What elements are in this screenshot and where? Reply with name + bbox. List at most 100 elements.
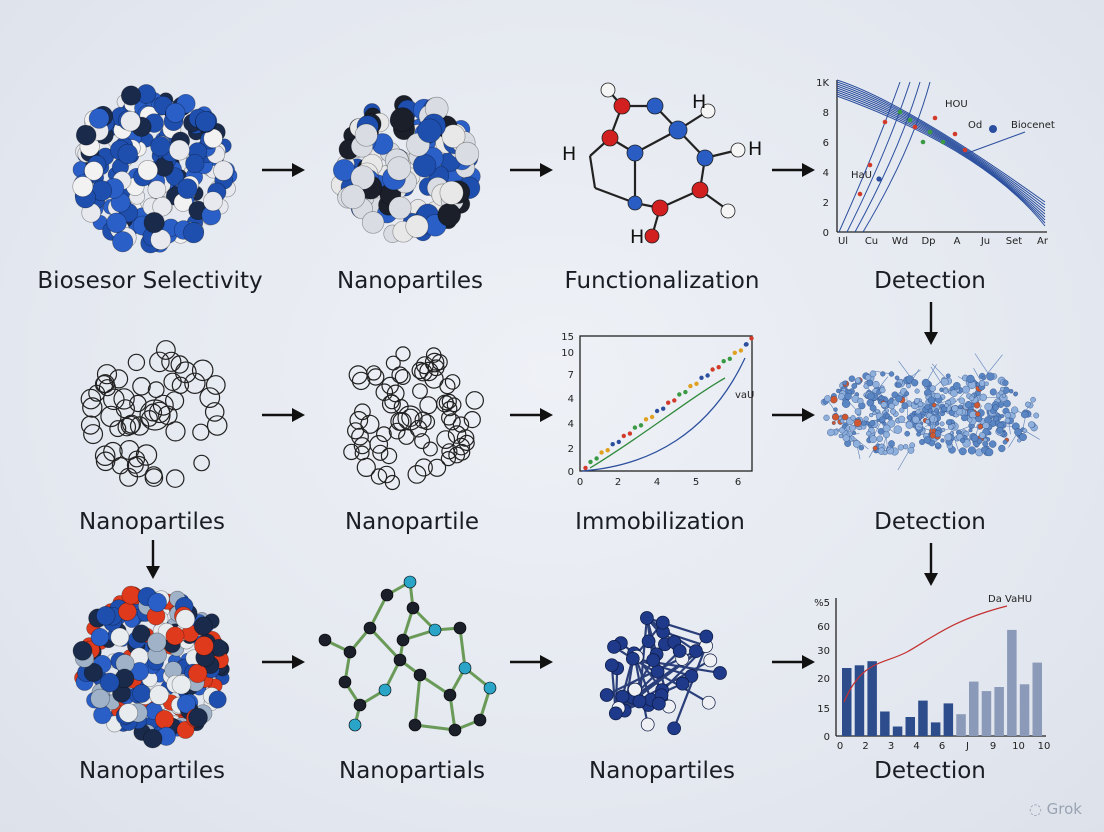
- data-point: [688, 383, 693, 389]
- network-node: [984, 381, 989, 386]
- ring-particle: [94, 374, 114, 394]
- nanoparticle-outline-2: [343, 346, 484, 491]
- bond: [368, 626, 402, 662]
- network-node: [888, 371, 895, 377]
- atom-sphere: [149, 685, 169, 705]
- ring-particle: [193, 454, 210, 472]
- network-node: [879, 387, 886, 394]
- network-node: [852, 440, 861, 448]
- watermark: ◌ Grok: [1029, 800, 1082, 818]
- network-node: [1002, 439, 1008, 445]
- network-node: [964, 400, 973, 409]
- network-node: [958, 397, 966, 404]
- network-node: [827, 428, 835, 437]
- ring-particle: [394, 369, 411, 386]
- atom-sphere: [72, 640, 93, 661]
- network-node: [998, 444, 1006, 453]
- x-tick-label: 0: [837, 741, 843, 752]
- label-biosensor-selectivity: Biosesor Selectivity: [37, 268, 263, 294]
- x-tick-label: 6: [735, 477, 741, 488]
- node-atom: [640, 717, 655, 732]
- y-tick-label: 20: [817, 674, 830, 685]
- ring-particle: [419, 396, 438, 415]
- node-atom: [625, 651, 640, 666]
- data-point: [599, 450, 604, 455]
- node-atom: [641, 634, 656, 649]
- arrow-right-r3-3: [772, 655, 815, 669]
- network-node: [887, 419, 896, 428]
- data-point: [638, 423, 644, 428]
- network-node: [857, 397, 864, 405]
- ring-particle: [165, 421, 186, 442]
- network-link: [872, 419, 883, 438]
- network-node: [961, 414, 968, 422]
- network-node: [838, 433, 844, 439]
- ring-particle: [164, 391, 185, 411]
- atom-h-top: H: [692, 91, 706, 113]
- network-node: [872, 411, 877, 416]
- data-point: [699, 375, 704, 380]
- bar: [892, 726, 903, 736]
- atom-sphere: [150, 135, 171, 157]
- node-atom: [701, 695, 716, 710]
- network-node: [941, 427, 946, 432]
- arrow-right-r2-3: [772, 408, 815, 422]
- x-tick-label: Dp: [921, 236, 935, 247]
- atom-sphere: [195, 110, 217, 133]
- network-node: [911, 379, 919, 387]
- node-atom: [607, 640, 621, 654]
- ring-particle: [147, 381, 165, 399]
- y-tick-label: 1K: [816, 78, 829, 89]
- atom-h-bottom: H: [630, 226, 644, 248]
- atom-sphere: [213, 160, 234, 181]
- data-point: [907, 117, 913, 123]
- ring-particle: [351, 427, 369, 446]
- ring-particle: [163, 372, 182, 391]
- bar: [918, 700, 928, 736]
- network-node: [948, 409, 955, 416]
- y-tick-label: 7: [568, 370, 574, 381]
- data-point: [876, 176, 882, 182]
- network-node: [893, 425, 903, 434]
- arrow-down-c4-2: [924, 543, 938, 586]
- node-atom: [338, 675, 352, 689]
- annotation-hau: HaU: [851, 170, 872, 181]
- network-node: [851, 383, 858, 389]
- network-node: [1000, 414, 1005, 419]
- atom-sphere: [176, 178, 198, 199]
- nanoparticle-outline-1: [80, 340, 228, 488]
- ring-particle: [465, 391, 484, 410]
- atom-sphere: [75, 124, 97, 146]
- data-point: [672, 398, 677, 403]
- network-node: [934, 408, 940, 414]
- atom-sphere: [168, 139, 190, 161]
- node-atom: [628, 682, 642, 697]
- network-node: [848, 375, 856, 382]
- data-point: [694, 381, 699, 386]
- bar: [880, 711, 890, 736]
- data-point: [932, 115, 938, 121]
- network-node: [940, 438, 945, 443]
- ring-particle: [456, 429, 475, 447]
- network-link: [930, 366, 947, 391]
- atom-sphere: [118, 703, 139, 723]
- y-tick-label: 30: [817, 646, 830, 657]
- network-node: [944, 403, 949, 408]
- network-node: [903, 444, 909, 450]
- node-atom: [448, 723, 462, 737]
- network-node: [824, 395, 832, 402]
- series-line: [836, 85, 1046, 212]
- series-line: [846, 81, 911, 233]
- ring-particle: [199, 387, 221, 408]
- atom-sphere: [84, 161, 104, 181]
- ring-particle: [155, 340, 176, 360]
- atom-sphere: [176, 720, 195, 739]
- network-node: [1000, 386, 1005, 392]
- atom-sphere: [208, 690, 227, 709]
- y-tick-label: 15: [817, 704, 830, 715]
- atom-sphere: [454, 141, 480, 167]
- nanoparticle-network: [820, 353, 1040, 471]
- network-node: [823, 414, 830, 421]
- network-node: [975, 382, 980, 387]
- data-point: [621, 433, 626, 439]
